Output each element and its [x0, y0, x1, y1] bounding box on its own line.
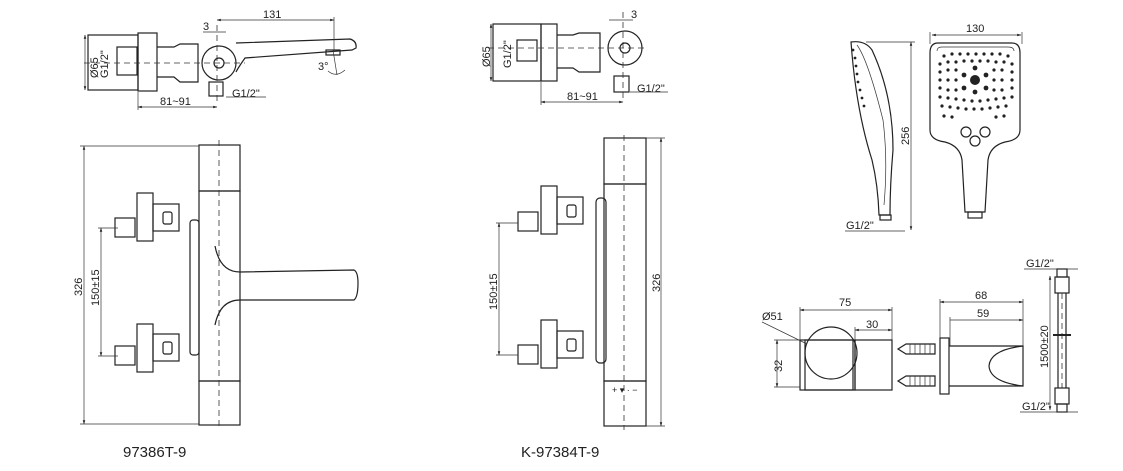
dim-offset: 3: [203, 21, 209, 33]
dim-hand-shower-width: 130: [966, 23, 984, 35]
svg-text:+ ▾ · −: + ▾ · −: [612, 385, 638, 395]
dim-wall-distance: 81~91: [160, 96, 191, 108]
dim-elbow-depth-arm: 59: [977, 308, 989, 320]
dim-bracket-height: 32: [773, 360, 785, 372]
bath-mixer-front-view: 326 150±15: [73, 140, 359, 428]
hand-shower-front-view: 130: [929, 23, 1023, 219]
bath-mixer-top-view: 131 3 Ø65 G1/2" 81~91 G1/2" 3°: [83, 9, 357, 110]
dim-hose-thread-top: G1/2": [1026, 258, 1054, 270]
wall-outlet-side-view: 68 59: [896, 290, 1024, 395]
dim-inlet-thread: G1/2": [99, 50, 111, 78]
dim-body-diameter: Ø65: [89, 57, 101, 78]
wall-outlet-front-view: 75 30 32 Ø51: [761, 297, 893, 391]
dim-inlet-spacing-2: 150±15: [488, 273, 500, 310]
hand-shower-side-view: G1/2" 256: [845, 41, 915, 232]
product-caption-K-97384T-9: K-97384T-9: [521, 444, 599, 461]
dim-offset-2: 3: [631, 9, 637, 21]
dim-spout-angle: 3°: [318, 61, 329, 73]
wall-plug-screw: [896, 343, 936, 387]
shower-mixer-front-view: + ▾ · − 326 150±15: [488, 135, 665, 430]
product-caption-97386T-9: 97386T-9: [123, 444, 186, 461]
spray-nozzles: [938, 52, 1014, 119]
dim-outlet-thread: G1/2": [232, 88, 260, 100]
dim-wall-distance-2: 81~91: [567, 91, 598, 103]
dim-elbow-depth-total: 68: [975, 290, 987, 302]
shower-mixer-top-view: 3 Ø65 G1/2" 81~91 G1/2": [481, 9, 668, 105]
dim-height: 326: [73, 278, 85, 296]
dim-body-diameter-2: Ø65: [481, 46, 493, 67]
dim-bracket-total-width: 75: [839, 297, 851, 309]
dim-bracket-head-width: 30: [866, 319, 878, 331]
dim-inlet-thread-2: G1/2": [502, 40, 514, 68]
dim-outlet-thread-2: G1/2": [637, 83, 665, 95]
dim-hose-thread-bottom: G1/2": [1022, 401, 1050, 413]
dim-hose-length: 1500±20: [1039, 325, 1051, 368]
dim-bracket-diameter: Ø51: [762, 311, 783, 323]
dim-spout-length: 131: [263, 9, 281, 21]
dim-height-2: 326: [651, 274, 663, 292]
dim-inlet-spacing: 150±15: [90, 269, 102, 306]
shower-hose: G1/2" G1/2" 1500±20: [1020, 258, 1078, 413]
dim-hand-shower-thread: G1/2": [846, 220, 874, 232]
dim-hand-shower-length: 256: [900, 127, 912, 145]
